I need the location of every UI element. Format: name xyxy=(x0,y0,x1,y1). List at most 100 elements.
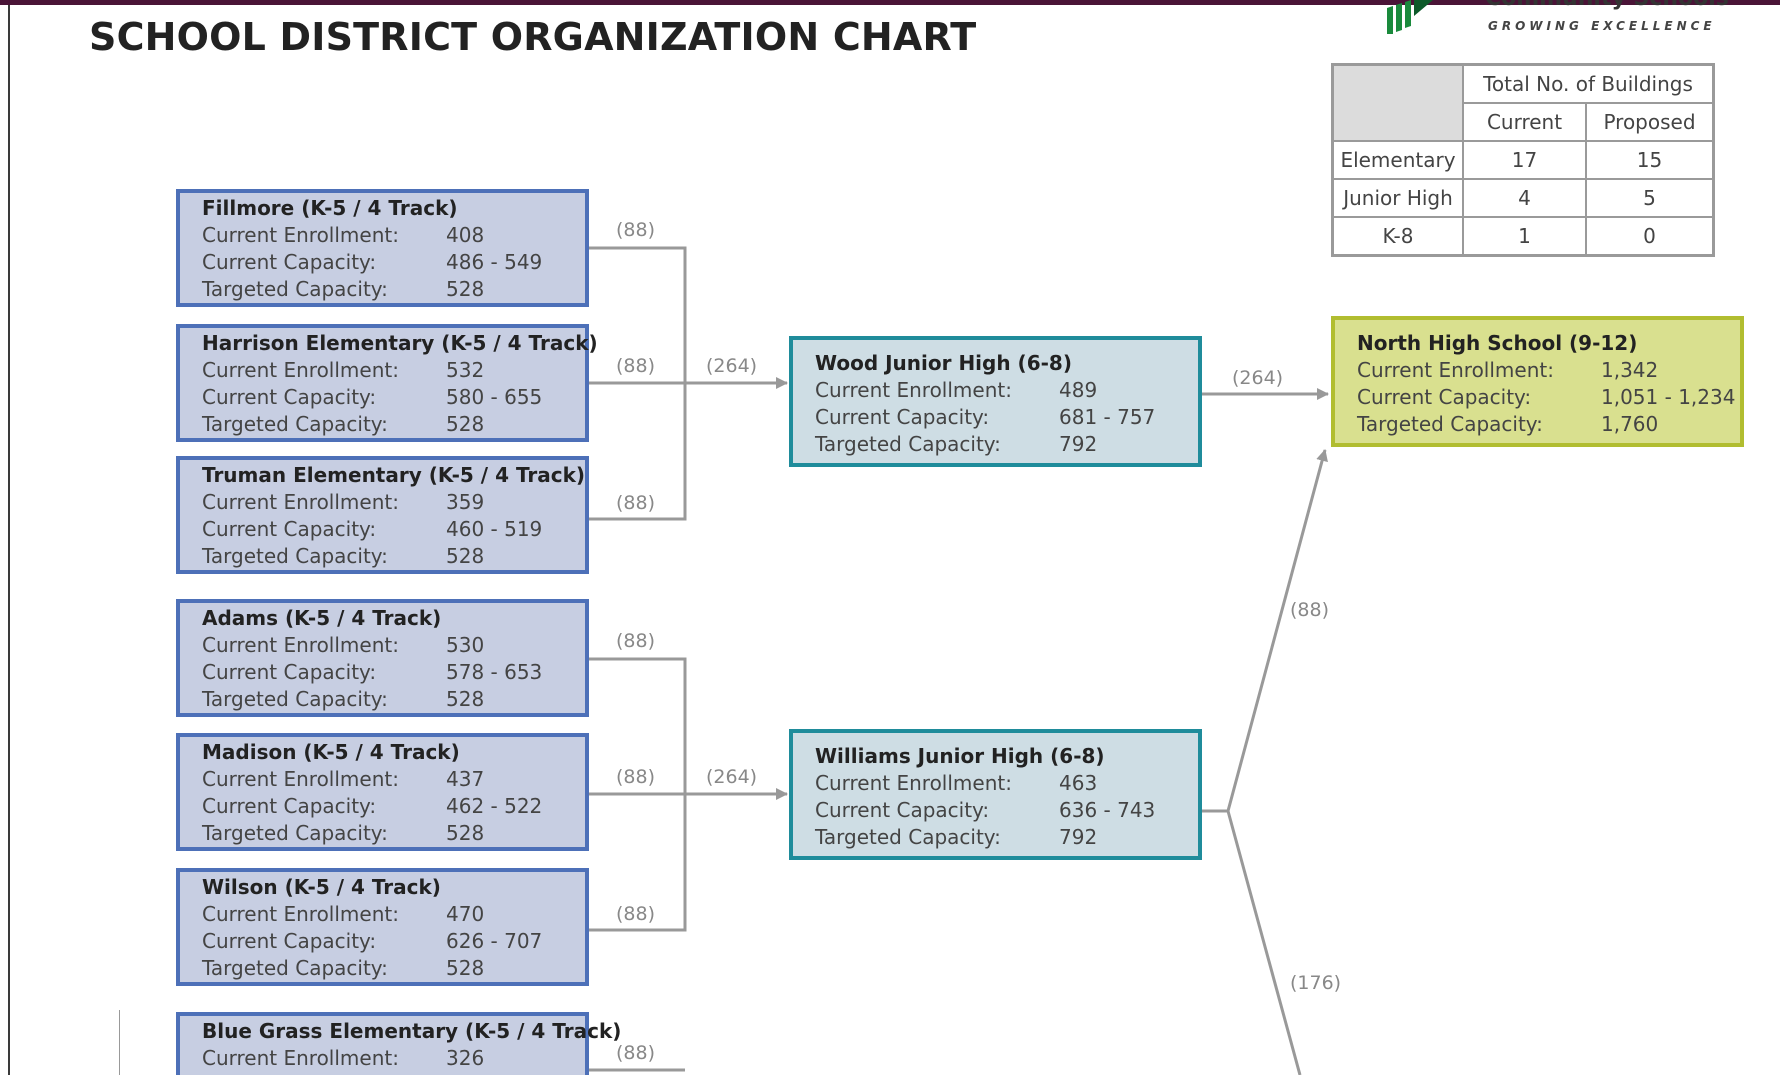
cell-current: 4 xyxy=(1462,178,1587,218)
page-margin-rule xyxy=(119,1010,120,1075)
capacity-label: Current Capacity: xyxy=(202,794,377,818)
school-name: Williams Junior High (6-8) xyxy=(815,744,1105,768)
school-name: North High School (9-12) xyxy=(1357,331,1638,355)
row-label: Elementary xyxy=(1331,140,1464,180)
enrollment-value: 470 xyxy=(446,902,485,926)
table-row: Elementary 17 15 xyxy=(1331,140,1715,180)
targeted-value: 792 xyxy=(1059,432,1098,456)
capacity-value: 578 - 653 xyxy=(446,660,543,684)
flow-label: (88) xyxy=(616,219,656,241)
targeted-label: Targeted Capacity: xyxy=(202,544,388,568)
flow-label: (88) xyxy=(616,355,656,377)
targeted-label: Targeted Capacity: xyxy=(202,687,388,711)
logo-name: Community Schools xyxy=(1485,0,1729,11)
school-name: Adams (K-5 / 4 Track) xyxy=(202,606,442,630)
enrollment-value: 489 xyxy=(1059,378,1098,402)
page-title: SCHOOL DISTRICT ORGANIZATION CHART xyxy=(89,15,977,59)
table-row: Junior High 4 5 xyxy=(1331,178,1715,218)
column-header: Proposed xyxy=(1585,102,1715,142)
flow-label: (88) xyxy=(616,492,656,514)
targeted-label: Targeted Capacity: xyxy=(815,825,1001,849)
flow-label: (264) xyxy=(706,766,758,788)
capacity-label: Current Capacity: xyxy=(202,660,377,684)
capacity-label: Current Capacity: xyxy=(202,385,377,409)
school-name: Fillmore (K-5 / 4 Track) xyxy=(202,196,458,220)
school-name: Harrison Elementary (K-5 / 4 Track) xyxy=(202,331,598,355)
table-corner-cell xyxy=(1331,63,1464,142)
row-label: K-8 xyxy=(1331,216,1464,257)
capacity-value: 681 - 757 xyxy=(1059,405,1156,429)
buildings-table: Total No. of Buildings Current Proposed … xyxy=(1331,63,1715,257)
school-box-truman[interactable]: Truman Elementary (K-5 / 4 Track) Curren… xyxy=(176,456,589,574)
targeted-value: 528 xyxy=(446,821,485,845)
school-box-north-high[interactable]: North High School (9-12) Current Enrollm… xyxy=(1331,316,1744,447)
targeted-value: 1,760 xyxy=(1601,412,1659,436)
targeted-label: Targeted Capacity: xyxy=(202,821,388,845)
school-name: Wood Junior High (6-8) xyxy=(815,351,1072,375)
capacity-label: Current Capacity: xyxy=(1357,385,1532,409)
capacity-value: 626 - 707 xyxy=(446,929,543,953)
school-box-madison[interactable]: Madison (K-5 / 4 Track) Current Enrollme… xyxy=(176,733,589,851)
district-logo: Community Schools GROWING EXCELLENCE xyxy=(1385,0,1729,36)
enrollment-label: Current Enrollment: xyxy=(202,1046,399,1070)
flow-label: (88) xyxy=(1290,599,1330,621)
cell-current: 1 xyxy=(1462,216,1587,257)
flow-line-williams-south xyxy=(1226,810,1302,1075)
school-box-williams-junior-high[interactable]: Williams Junior High (6-8) Current Enrol… xyxy=(789,729,1202,860)
enrollment-label: Current Enrollment: xyxy=(1357,358,1554,382)
enrollment-value: 359 xyxy=(446,490,485,514)
school-box-wilson[interactable]: Wilson (K-5 / 4 Track) Current Enrollmen… xyxy=(176,868,589,986)
targeted-label: Targeted Capacity: xyxy=(202,412,388,436)
capacity-value: 462 - 522 xyxy=(446,794,543,818)
flow-label: (264) xyxy=(706,355,758,377)
enrollment-label: Current Enrollment: xyxy=(202,358,399,382)
capacity-value: 460 - 519 xyxy=(446,517,543,541)
targeted-value: 528 xyxy=(446,956,485,980)
school-box-wood-junior-high[interactable]: Wood Junior High (6-8) Current Enrollmen… xyxy=(789,336,1202,467)
table-header: Total No. of Buildings xyxy=(1462,63,1715,104)
school-name: Blue Grass Elementary (K-5 / 4 Track) xyxy=(202,1019,622,1043)
capacity-value: 1,051 - 1,234 xyxy=(1601,385,1736,409)
row-label: Junior High xyxy=(1331,178,1464,218)
enrollment-label: Current Enrollment: xyxy=(202,223,399,247)
table-row: K-8 1 0 xyxy=(1331,216,1715,257)
targeted-value: 528 xyxy=(446,412,485,436)
enrollment-value: 532 xyxy=(446,358,485,382)
flow-arrow-williams-to-north xyxy=(1201,449,1328,813)
flow-label: (88) xyxy=(616,766,656,788)
school-box-blue-grass[interactable]: Blue Grass Elementary (K-5 / 4 Track) Cu… xyxy=(176,1012,622,1075)
top-accent-bar xyxy=(0,0,1780,5)
enrollment-label: Current Enrollment: xyxy=(202,902,399,926)
enrollment-value: 530 xyxy=(446,633,485,657)
capacity-value: 636 - 743 xyxy=(1059,798,1156,822)
enrollment-value: 437 xyxy=(446,767,485,791)
cell-proposed: 0 xyxy=(1585,216,1715,257)
school-box-adams[interactable]: Adams (K-5 / 4 Track) Current Enrollment… xyxy=(176,599,589,717)
enrollment-label: Current Enrollment: xyxy=(202,767,399,791)
enrollment-label: Current Enrollment: xyxy=(202,490,399,514)
school-box-fillmore[interactable]: Fillmore (K-5 / 4 Track) Current Enrollm… xyxy=(176,189,589,307)
page-left-border xyxy=(8,5,10,1075)
targeted-label: Targeted Capacity: xyxy=(1357,412,1543,436)
school-box-harrison[interactable]: Harrison Elementary (K-5 / 4 Track) Curr… xyxy=(176,324,598,442)
flow-label: (88) xyxy=(616,630,656,652)
enrollment-label: Current Enrollment: xyxy=(815,378,1012,402)
enrollment-value: 326 xyxy=(446,1046,485,1070)
logo-mark-icon xyxy=(1387,0,1433,34)
targeted-value: 528 xyxy=(446,687,485,711)
capacity-value: 486 - 549 xyxy=(446,250,543,274)
cell-proposed: 15 xyxy=(1585,140,1715,180)
school-name: Truman Elementary (K-5 / 4 Track) xyxy=(202,463,586,487)
targeted-value: 528 xyxy=(446,277,485,301)
enrollment-label: Current Enrollment: xyxy=(202,633,399,657)
capacity-label: Current Capacity: xyxy=(202,250,377,274)
flow-label: (88) xyxy=(616,903,656,925)
flow-label: (264) xyxy=(1232,367,1284,389)
targeted-value: 792 xyxy=(1059,825,1098,849)
capacity-label: Current Capacity: xyxy=(202,517,377,541)
enrollment-label: Current Enrollment: xyxy=(815,771,1012,795)
school-name: Wilson (K-5 / 4 Track) xyxy=(202,875,441,899)
enrollment-value: 1,342 xyxy=(1601,358,1659,382)
capacity-label: Current Capacity: xyxy=(202,929,377,953)
